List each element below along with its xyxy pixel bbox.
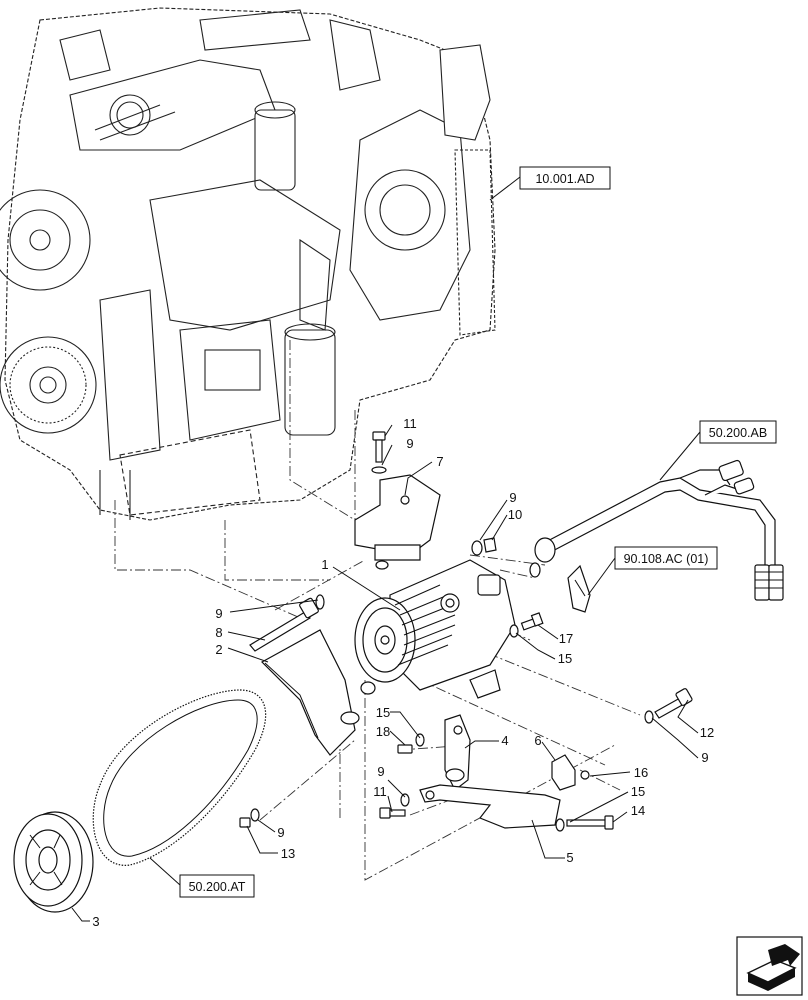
washer-9-lower	[400, 793, 410, 807]
bolt-16	[580, 770, 590, 780]
engine-assembly-illustration	[0, 7, 496, 521]
drive-belt	[92, 689, 267, 866]
leader-lines	[71, 176, 701, 922]
support-strap-5	[419, 784, 561, 829]
ac-compressor-1	[354, 559, 516, 699]
spacer-6	[551, 754, 576, 791]
svg-text:90.108.AC (01): 90.108.AC (01)	[624, 552, 709, 566]
callout-17: 17	[559, 631, 573, 646]
ac-hose-assembly	[529, 459, 784, 601]
ref-box-hose[interactable]: 50.200.AB	[699, 420, 777, 444]
callout-9: 9	[215, 606, 222, 621]
bolt-14	[566, 815, 614, 830]
washer-9-left	[315, 594, 325, 610]
callout-1: 1	[321, 557, 328, 572]
washer-9-bottom	[250, 808, 260, 822]
callout-11: 11	[403, 416, 417, 431]
washer-9-top	[371, 466, 387, 474]
callout-5: 5	[566, 850, 573, 865]
washer-15-lower	[555, 818, 565, 832]
bolt-12	[654, 688, 693, 719]
callout-9: 9	[377, 764, 384, 779]
callout-15: 15	[376, 705, 390, 720]
callout-12: 12	[700, 725, 714, 740]
callout-15: 15	[558, 651, 572, 666]
callout-10: 10	[508, 507, 522, 522]
callout-6: 6	[534, 733, 541, 748]
svg-text:50.200.AB: 50.200.AB	[709, 426, 767, 440]
washer-15-right	[509, 624, 519, 638]
ref-box-clip[interactable]: 90.108.AC (01)	[614, 546, 718, 570]
bolt-11-top	[372, 431, 386, 463]
ref-box-belt[interactable]: 50.200.AT	[179, 874, 255, 898]
svg-text:50.200.AT: 50.200.AT	[189, 880, 246, 894]
bracket-7	[354, 474, 441, 570]
callout-15: 15	[631, 784, 645, 799]
bolt-17	[520, 612, 544, 631]
bolt-8	[249, 597, 319, 652]
washer-9-far-right	[644, 710, 654, 724]
next-page-arrow-icon[interactable]	[736, 936, 803, 996]
bolt-13	[239, 817, 251, 828]
callout-13: 13	[281, 846, 295, 861]
callout-11: 11	[373, 784, 387, 799]
belt-shield-2	[261, 629, 376, 756]
callout-9: 9	[277, 825, 284, 840]
nut-10	[483, 537, 497, 553]
bolt-18	[397, 744, 413, 754]
washer-15-mid	[415, 733, 425, 747]
reference-boxes: 10.001.AD 50.200.AB 90.108.AC (01) 50.20…	[179, 166, 777, 898]
hose-clip	[567, 564, 591, 613]
callout-4: 4	[501, 733, 508, 748]
callout-9: 9	[509, 490, 516, 505]
callout-18: 18	[376, 724, 390, 739]
svg-text:10.001.AD: 10.001.AD	[535, 172, 594, 186]
callout-16: 16	[634, 765, 648, 780]
callout-14: 14	[631, 803, 645, 818]
callout-9: 9	[701, 750, 708, 765]
ref-box-engine[interactable]: 10.001.AD	[519, 166, 611, 190]
callout-9: 9	[406, 436, 413, 451]
crank-pulley-3	[13, 811, 94, 913]
callout-3: 3	[92, 914, 99, 929]
bracket-4	[444, 714, 471, 791]
callout-7: 7	[436, 454, 443, 469]
callout-2: 2	[215, 642, 222, 657]
bolt-11-lower	[379, 807, 406, 819]
callout-8: 8	[215, 625, 222, 640]
washer-9-right	[471, 540, 483, 556]
callout-numbers: 11 9 7 9 10 1 9 8 2 17 15 12 9 15 18 4 6…	[92, 416, 714, 929]
